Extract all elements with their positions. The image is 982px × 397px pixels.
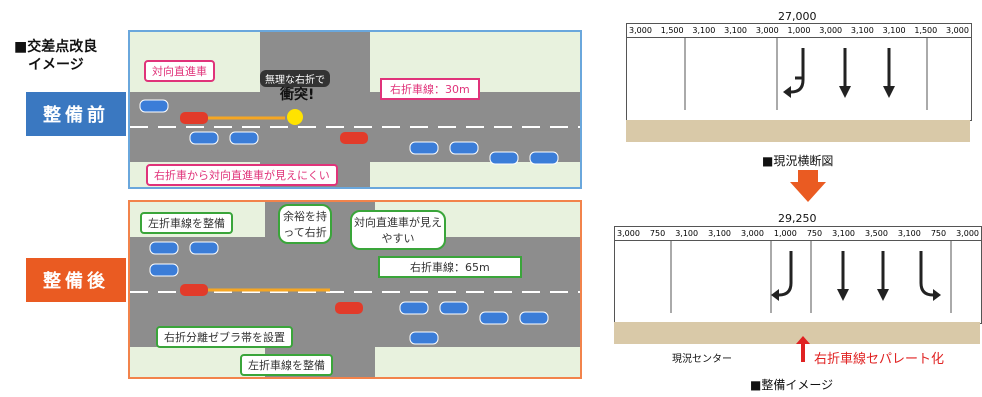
- dimension-label: 3,100: [675, 229, 699, 238]
- before-lane-length: 右折車線：30m: [380, 78, 480, 100]
- relaxed-label: 余裕を持って右折: [278, 204, 332, 244]
- dimension-label: 3,000: [755, 26, 779, 35]
- bottom-dim-row: 3,000 750 3,100 3,100 3,000 1,000 750 3,100 3,50…: [615, 227, 981, 241]
- top-lane-arrows: [684, 38, 928, 110]
- crash-label: 衝突!: [280, 87, 315, 103]
- before-tag: 整備前: [26, 92, 126, 136]
- bottom-total-width: 29,250: [778, 212, 817, 225]
- easy-to-see-label: 対向直進車が見えやすい: [350, 210, 446, 250]
- left-lane-label: 左折車線を整備: [140, 212, 233, 234]
- top-cross-section: 3,000 1,500 3,100 3,100 3,000 1,000 3,000 3,100…: [626, 23, 972, 121]
- down-arrow-icon: [790, 170, 826, 202]
- after-tag: 整備後: [26, 258, 126, 302]
- after-panel: 左折車線を整備 余裕を持って右折 対向直進車が見えやすい 右折車線：65m 右折…: [128, 200, 582, 379]
- oncoming-label: 対向直進車: [144, 60, 215, 82]
- before-panel: 対向直進車 無理な右折で 衝突! 右折車線：30m 右折車から対向直進車が見えに…: [128, 30, 582, 189]
- dimension-label: 1,500: [660, 26, 684, 35]
- dimension-label: 750: [930, 229, 947, 238]
- dimension-label: 3,100: [708, 229, 731, 238]
- left-lane-label-2: 左折車線を整備: [240, 354, 333, 376]
- top-caption: ■現況横断図: [762, 154, 834, 168]
- dimension-label: 1,000: [773, 229, 797, 238]
- dimension-label: 3,100: [832, 229, 855, 238]
- dimension-label: 1,000: [787, 26, 811, 35]
- dimension-label: 3,000: [819, 26, 843, 35]
- bottom-cross-section: 3,000 750 3,100 3,100 3,000 1,000 750 3,100 3,50…: [614, 226, 982, 324]
- dimension-label: 3,000: [617, 229, 640, 238]
- hard-to-see-label: 右折車から対向直進車が見えにくい: [146, 164, 338, 186]
- zebra-label: 右折分離ゼブラ帯を設置: [156, 326, 293, 348]
- bottom-lane-arrows: [670, 241, 952, 313]
- dimension-label: 3,000: [629, 26, 652, 35]
- separate-label: 右折車線セパレート化: [814, 352, 945, 367]
- dimension-label: 3,100: [897, 229, 921, 238]
- top-ground: [626, 120, 970, 142]
- dimension-label: 3,100: [724, 26, 748, 35]
- dimension-label: 3,100: [850, 26, 874, 35]
- after-lane-length: 右折車線：65m: [378, 256, 522, 278]
- danger-label: 無理な右折で: [260, 70, 330, 87]
- bottom-caption: ■整備イメージ: [750, 378, 834, 392]
- dimension-label: 3,500: [865, 229, 888, 238]
- top-dim-row: 3,000 1,500 3,100 3,100 3,000 1,000 3,000 3,100…: [627, 24, 971, 38]
- dimension-label: 1,500: [914, 26, 938, 35]
- dimension-label: 3,000: [946, 26, 969, 35]
- before-intersection-illustration: [130, 32, 580, 187]
- up-arrow-icon: [796, 336, 810, 362]
- title-line2: イメージ: [28, 57, 84, 73]
- dimension-label: 750: [806, 229, 823, 238]
- dimension-label: 3,100: [882, 26, 906, 35]
- top-total-width: 27,000: [778, 10, 817, 23]
- bottom-ground: [614, 322, 980, 344]
- dimension-label: 3,100: [692, 26, 716, 35]
- dimension-label: 3,000: [741, 229, 764, 238]
- center-label: 現況センター: [672, 354, 732, 365]
- dimension-label: 750: [649, 229, 666, 238]
- dimension-label: 3,000: [956, 229, 979, 238]
- diagram-title: ■交差点改良 イメージ: [14, 38, 97, 74]
- title-line1: ■交差点改良: [14, 39, 98, 55]
